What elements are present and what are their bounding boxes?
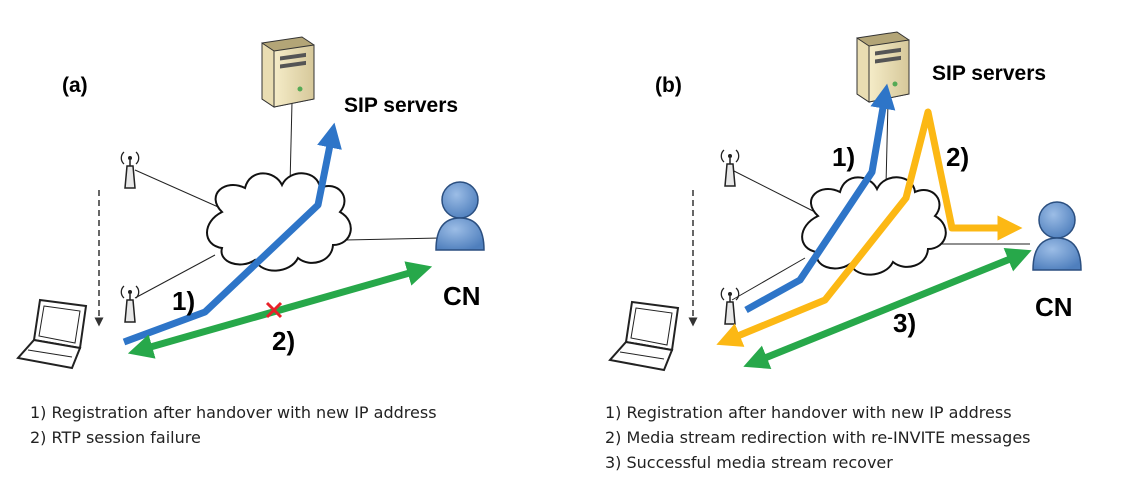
laptop-icon (608, 300, 680, 372)
panel-b: (b) SIP servers (605, 31, 1082, 472)
panel-label: (b) (655, 74, 682, 97)
antenna-icon (720, 149, 740, 187)
step-label: 1) (832, 142, 855, 172)
legend-item: 3) Successful media stream recover (605, 453, 893, 472)
step-label: 1) (172, 286, 195, 316)
step-label: 2) (272, 326, 295, 356)
cn-label: CN (1035, 292, 1073, 322)
failure-mark (265, 301, 283, 319)
panel-a: (a) SIP servers (16, 36, 485, 447)
sip-servers-label: SIP servers (932, 62, 1046, 85)
cn-label: CN (443, 281, 481, 311)
antenna-icon (120, 285, 140, 323)
cloud-icon (801, 176, 947, 276)
cloud-icon (206, 172, 352, 272)
panel-label: (a) (62, 74, 88, 97)
media-stream-path (743, 248, 1032, 369)
legend-item: 2) RTP session failure (30, 428, 201, 447)
media-stream-path (127, 261, 433, 359)
server-icon (261, 36, 315, 108)
laptop-icon (16, 298, 88, 370)
antenna-icon (720, 287, 740, 325)
sip-servers-label: SIP servers (344, 94, 458, 117)
person-icon (1032, 201, 1082, 271)
step-label: 3) (893, 308, 916, 338)
legend-item: 2) Media stream redirection with re-INVI… (605, 428, 1031, 447)
server-icon (856, 31, 910, 103)
antenna-icon (120, 151, 140, 189)
step-label: 2) (946, 142, 969, 172)
legend-item: 1) Registration after handover with new … (30, 403, 437, 422)
legend-item: 1) Registration after handover with new … (605, 403, 1012, 422)
person-icon (435, 181, 485, 251)
